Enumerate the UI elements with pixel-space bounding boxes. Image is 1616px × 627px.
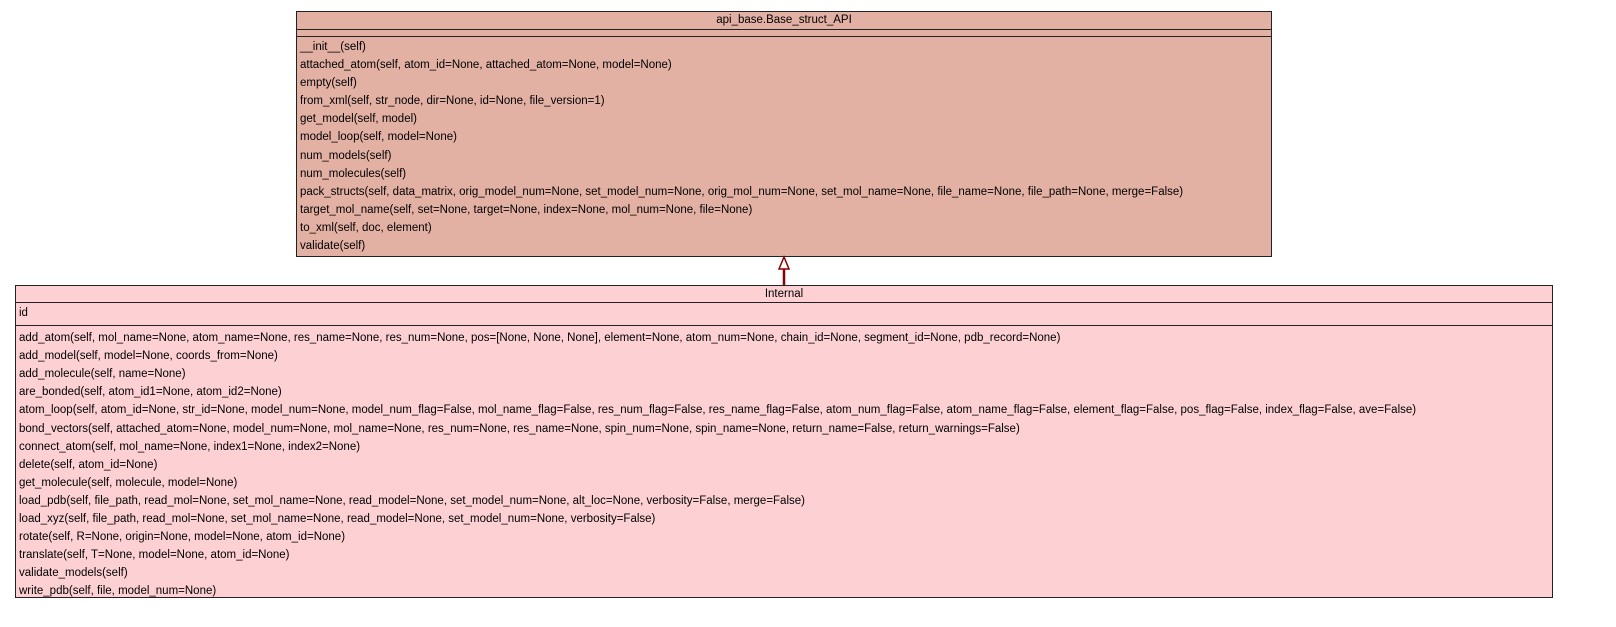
attribute-item: id [19,307,28,319]
method-item: get_molecule(self, molecule, model=None) [19,476,238,489]
attributes-section: id [16,303,1552,327]
method-item: validate(self) [300,240,366,253]
method-item: from_xml(self, str_node, dir=None, id=No… [300,95,605,108]
method-item: add_molecule(self, name=None) [19,368,186,381]
method-item: add_model(self, model=None, coords_from=… [19,350,278,363]
class-box-base-struct-api[interactable]: api_base.Base_struct_API __init__(self)a… [296,11,1272,257]
method-item: to_xml(self, doc, element) [300,221,432,234]
method-item: are_bonded(self, atom_id1=None, atom_id2… [19,386,282,399]
method-item: bond_vectors(self, attached_atom=None, m… [19,422,1020,435]
method-item: write_pdb(self, file, model_num=None) [19,585,217,598]
method-item: empty(self) [300,77,357,90]
method-item: num_molecules(self) [300,167,407,180]
method-item: load_xyz(self, file_path, read_mol=None,… [19,513,656,526]
method-item: connect_atom(self, mol_name=None, index1… [19,440,361,453]
method-item: translate(self, T=None, model=None, atom… [19,549,290,562]
method-item: validate_models(self) [19,567,128,580]
method-item: load_pdb(self, file_path, read_mol=None,… [19,494,805,507]
method-item: pack_structs(self, data_matrix, orig_mod… [300,185,1184,198]
method-item: add_atom(self, mol_name=None, atom_name=… [19,332,1061,345]
method-item: atom_loop(self, atom_id=None, str_id=Non… [19,404,1417,417]
attributes-section [297,30,1271,37]
class-name: api_base.Base_struct_API [297,12,1271,30]
class-box-internal[interactable]: Internal id add_atom(self, mol_name=None… [15,285,1553,598]
class-name: Internal [16,286,1552,303]
method-item: num_models(self) [300,149,392,162]
method-item: rotate(self, R=None, origin=None, model=… [19,531,346,544]
methods-section: add_atom(self, mol_name=None, atom_name=… [16,326,1552,601]
inheritance-arrow [777,255,791,286]
method-item: model_loop(self, model=None) [300,131,457,144]
method-item: __init__(self) [300,41,366,53]
method-item: attached_atom(self, atom_id=None, attach… [300,59,672,72]
method-item: delete(self, atom_id=None) [19,458,158,471]
method-item: get_model(self, model) [300,113,417,126]
methods-section: __init__(self) attached_atom(self, atom_i… [297,37,1271,256]
method-item: target_mol_name(self, set=None, target=N… [300,203,753,216]
